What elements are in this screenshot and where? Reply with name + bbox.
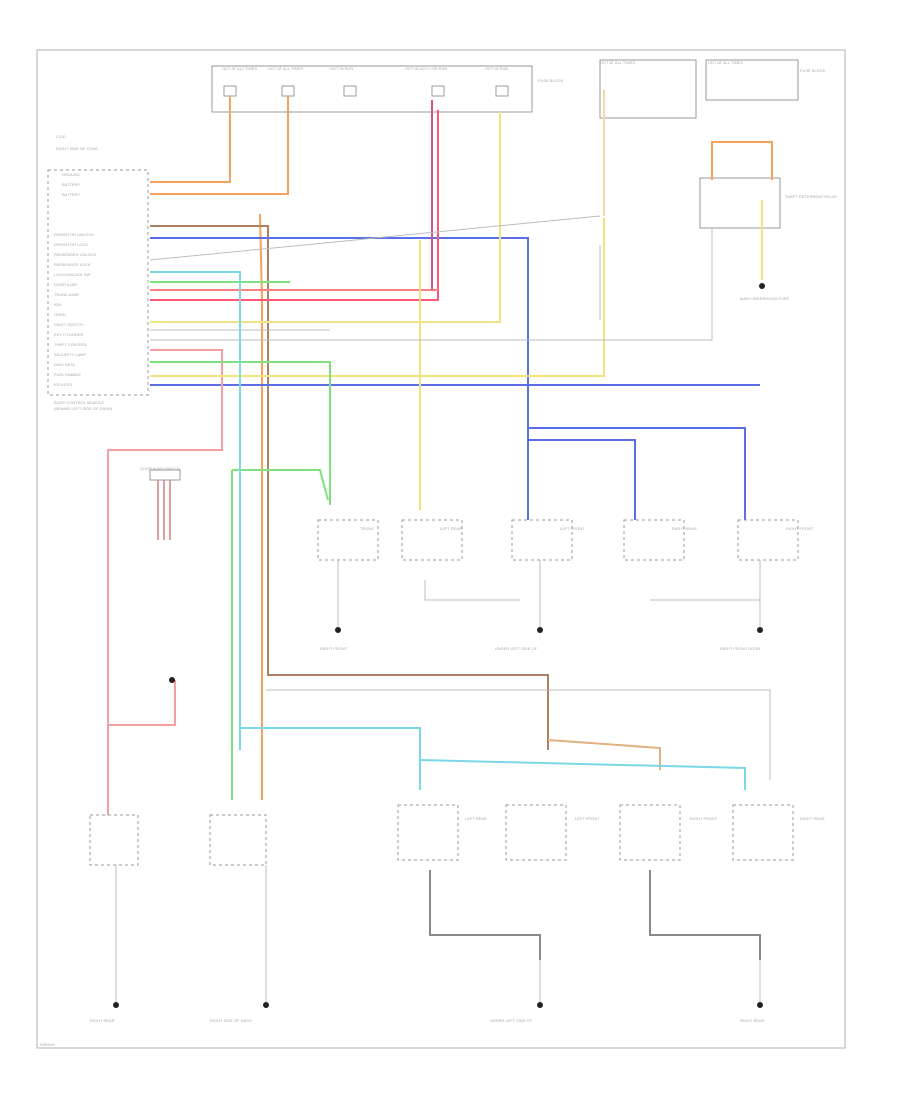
wire-green-c xyxy=(232,469,329,501)
wire-pink-ign xyxy=(150,110,439,301)
svg-text:LEFT FRONT: LEFT FRONT xyxy=(560,526,585,531)
svg-text:HOT AT ALL TIMES: HOT AT ALL TIMES xyxy=(268,66,303,71)
wire-orange-relay xyxy=(711,141,773,180)
svg-text:RIGHT FRONT: RIGHT FRONT xyxy=(786,526,814,531)
svg-text:FUSE BLOCK: FUSE BLOCK xyxy=(800,68,826,73)
bottom-left-modules: RIGHT REAR RIGHT SIDE OF DASH UNDER LEFT… xyxy=(89,814,765,1023)
svg-text:BATTERY: BATTERY xyxy=(62,192,80,197)
body-control-module: GROUND BATTERY BATTERY DRIVER DR UNLOCK … xyxy=(47,134,149,411)
thin-wiring xyxy=(149,215,771,780)
wire-harness xyxy=(107,90,773,960)
wire-green-b xyxy=(150,361,331,505)
svg-text:TRUNK AJAR: TRUNK AJAR xyxy=(54,292,79,297)
wire-blue-right xyxy=(528,427,746,520)
svg-text:LOCK/UNLOCK SW: LOCK/UNLOCK SW xyxy=(54,272,90,277)
svg-text:HOT AT ALL TIMES: HOT AT ALL TIMES xyxy=(708,60,743,65)
wire-yellow-a xyxy=(150,112,501,323)
wire-cyan-c xyxy=(419,759,746,790)
diagram-frame xyxy=(36,49,846,1049)
svg-text:SECURITY LAMP: SECURITY LAMP xyxy=(54,352,86,357)
door-switches-row: RIGHT FRONT UNDER LEFT SIDE OF RIGHT FRO… xyxy=(140,466,814,651)
svg-text:HOT AT ALL TIMES: HOT AT ALL TIMES xyxy=(222,66,257,71)
svg-text:C210: C210 xyxy=(56,134,66,139)
svg-text:LEFT FRONT: LEFT FRONT xyxy=(575,816,600,821)
wire-orange-battery xyxy=(150,96,231,183)
fuse-block: HOT AT ALL TIMES HOT AT ALL TIMES HOT IN… xyxy=(211,65,564,113)
svg-text:KEYLESS: KEYLESS xyxy=(54,382,73,387)
svg-text:RIGHT FRONT: RIGHT FRONT xyxy=(690,816,718,821)
svg-text:UNDER LEFT SIDE OF: UNDER LEFT SIDE OF xyxy=(495,646,538,651)
svg-text:HOT IN RUN: HOT IN RUN xyxy=(485,66,508,71)
wire-cyan-a xyxy=(150,271,241,750)
svg-text:RIGHT REAR: RIGHT REAR xyxy=(800,816,825,821)
svg-text:HOT AT ALL TIMES: HOT AT ALL TIMES xyxy=(600,60,635,65)
footer-code: WIRING xyxy=(40,1042,55,1047)
svg-text:RIGHT FRONT: RIGHT FRONT xyxy=(320,646,348,651)
top-right-modules: HOT AT ALL TIMES HOT AT ALL TIMES FUSE B… xyxy=(599,59,838,301)
svg-text:RIGHT REAR: RIGHT REAR xyxy=(672,526,697,531)
wire-brown-branch xyxy=(547,739,661,770)
svg-text:KEY CYLINDER: KEY CYLINDER xyxy=(54,332,83,337)
svg-text:DOOR AJAR SWITCH: DOOR AJAR SWITCH xyxy=(140,466,180,471)
svg-text:FUEL ENABLE: FUEL ENABLE xyxy=(54,372,81,377)
svg-text:GROUND: GROUND xyxy=(62,172,80,177)
svg-text:DRIVER DR LOCK: DRIVER DR LOCK xyxy=(54,242,88,247)
svg-text:LEFT REAR: LEFT REAR xyxy=(465,816,487,821)
svg-text:RIGHT SIDE OF COWL: RIGHT SIDE OF COWL xyxy=(56,146,99,151)
svg-text:RIGHT REAR: RIGHT REAR xyxy=(740,1018,765,1023)
svg-text:HOT IN ACCY OR RUN: HOT IN ACCY OR RUN xyxy=(405,66,447,71)
svg-text:DRIVER DR UNLOCK: DRIVER DR UNLOCK xyxy=(54,232,94,237)
svg-text:BATTERY: BATTERY xyxy=(62,182,80,187)
wire-cyan-b xyxy=(240,727,421,790)
wire-gray-bottom-left xyxy=(429,870,541,960)
svg-text:RIGHT SIDE OF DASH: RIGHT SIDE OF DASH xyxy=(210,1018,252,1023)
svg-text:VALET SWITCH: VALET SWITCH xyxy=(54,322,83,327)
svg-text:HORN: HORN xyxy=(54,312,66,317)
svg-text:HOT IN RUN: HOT IN RUN xyxy=(330,66,353,71)
wire-brown-trunk xyxy=(150,225,549,750)
wire-pink-left xyxy=(107,349,223,815)
wire-yellow-b xyxy=(150,218,605,377)
svg-text:FUSE BLOCK: FUSE BLOCK xyxy=(538,78,564,83)
svg-text:UNDER LEFT SIDE OF: UNDER LEFT SIDE OF xyxy=(490,1018,533,1023)
wire-orange-trunk xyxy=(259,213,263,800)
svg-text:MAIN UNDERHOOD FUSE: MAIN UNDERHOOD FUSE xyxy=(740,296,789,301)
svg-text:PASSENGER UNLOCK: PASSENGER UNLOCK xyxy=(54,252,97,257)
svg-text:PASSENGER LOCK: PASSENGER LOCK xyxy=(54,262,91,267)
lock-actuators-row: LEFT REAR LEFT FRONT RIGHT FRONT RIGHT R… xyxy=(397,804,825,861)
svg-text:BODY CONTROL MODULE: BODY CONTROL MODULE xyxy=(54,400,104,405)
wire-blue-mid xyxy=(528,439,636,520)
svg-text:RIGHT FRONT DOOR: RIGHT FRONT DOOR xyxy=(720,646,760,651)
svg-text:TRUNK: TRUNK xyxy=(360,526,374,531)
svg-text:(BEHIND LEFT SIDE OF DASH): (BEHIND LEFT SIDE OF DASH) xyxy=(54,406,113,411)
door-ajar-sensor xyxy=(149,469,181,683)
svg-text:THEFT CONTROL: THEFT CONTROL xyxy=(54,342,88,347)
svg-text:LEFT REAR: LEFT REAR xyxy=(440,526,462,531)
svg-text:THEFT DETERRENT RELAY: THEFT DETERRENT RELAY xyxy=(785,194,838,199)
svg-text:DIAG DATA: DIAG DATA xyxy=(54,362,75,367)
wire-pink-sensor xyxy=(108,680,176,726)
svg-text:RIGHT REAR: RIGHT REAR xyxy=(90,1018,115,1023)
wire-orange-battery-2 xyxy=(150,96,289,195)
wire-blue-lock xyxy=(150,237,529,520)
wire-gray-bottom-right xyxy=(649,870,761,960)
svg-text:DOOR AJAR: DOOR AJAR xyxy=(54,282,77,287)
svg-text:IGN: IGN xyxy=(54,302,61,307)
